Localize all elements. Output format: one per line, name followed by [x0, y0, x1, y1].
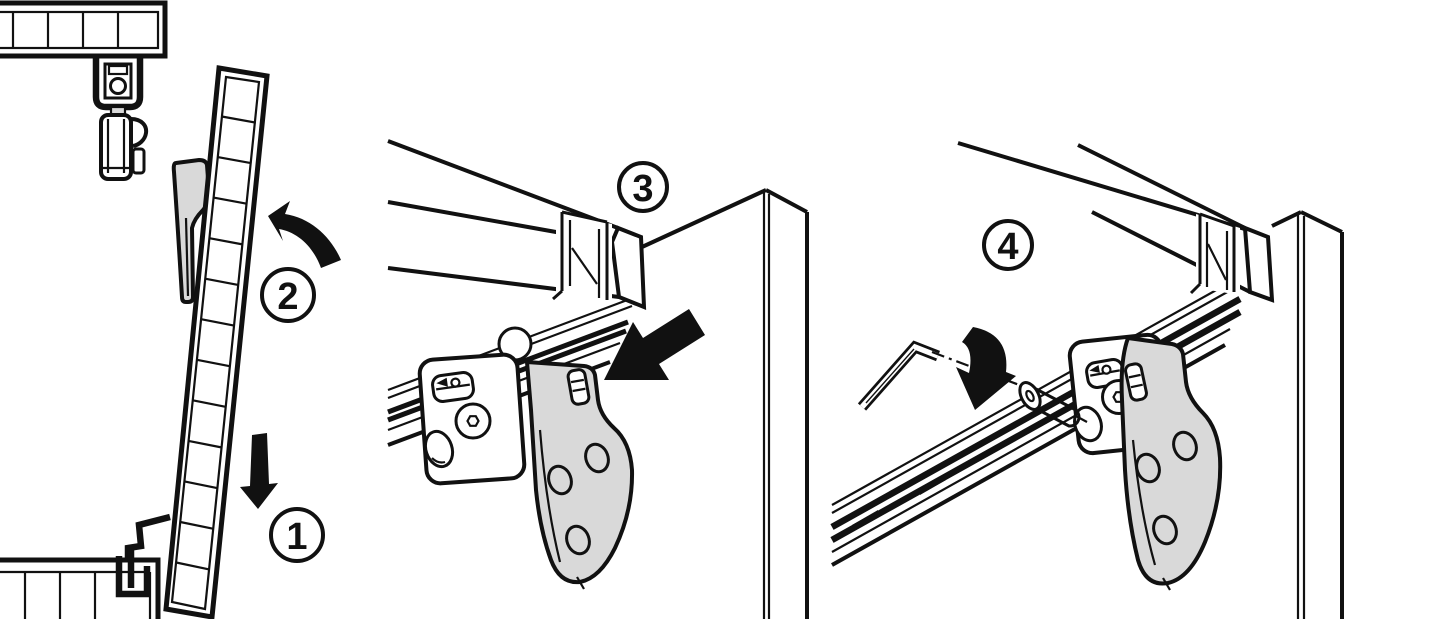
mounting-bracket-right [1119, 335, 1223, 591]
carrier-screw-boss [454, 402, 492, 440]
panel-step-4: 4 [830, 141, 1344, 619]
step-4-badge: 4 [982, 219, 1034, 271]
door-bottom-guide-hook [124, 513, 171, 588]
panel-step-3: 3 [387, 139, 809, 619]
step-4-number: 4 [997, 226, 1018, 268]
cabinet-side-panel [641, 188, 809, 619]
hex-socket-icon [466, 415, 480, 427]
adjust-pointer-icon [1089, 365, 1100, 373]
panel-steps-1-2: 2 1 [0, 0, 341, 619]
door-slats [175, 115, 256, 571]
running-gear-carrier [417, 352, 527, 486]
retaining-clip [552, 210, 612, 302]
hanger-hook [130, 117, 149, 148]
board-end-cap [609, 225, 647, 311]
board-end-cap-right [1242, 224, 1275, 303]
track-slot [920, 474, 946, 495]
carrier-adjust-slot [431, 371, 475, 403]
step-3-number: 3 [632, 168, 653, 210]
fixing-screw [1018, 381, 1088, 428]
adjust-pointer-icon [436, 377, 448, 387]
top-track [0, 0, 168, 59]
screw-washer-head [1018, 381, 1042, 411]
retaining-clip-right [1189, 212, 1240, 295]
bottom-track [0, 556, 161, 619]
bottom-track-body [0, 557, 161, 619]
bracket-hole [1152, 514, 1178, 546]
roller-icon [109, 77, 127, 95]
step-3-badge: 3 [617, 161, 669, 213]
step-2-rotate-arrow-icon [268, 201, 341, 268]
mounting-bracket [524, 359, 635, 590]
track-slot [852, 510, 878, 531]
step-1-number: 1 [286, 516, 307, 558]
bracket-hole [547, 464, 573, 496]
bracket-hole [584, 442, 610, 474]
bracket-serration-window [566, 368, 591, 406]
step-3-push-arrow-icon [604, 309, 705, 380]
bracket-body-right [1119, 335, 1223, 586]
cabinet-side-panel-right [1271, 210, 1344, 619]
bracket-hole [1172, 430, 1198, 462]
door-panel [163, 65, 270, 619]
hanger-housing [99, 113, 133, 181]
bottom-track-groove [115, 556, 151, 598]
carrier-bolt-hole-right [1073, 405, 1103, 443]
top-track-inner [0, 10, 160, 50]
step-2-number: 2 [277, 276, 298, 318]
door-outline [163, 65, 270, 619]
hex-key-icon [857, 340, 941, 411]
door-inner-frame [170, 75, 261, 611]
step-4-rotate-arrow-icon [956, 327, 1016, 410]
door-hanger-assembly [92, 57, 149, 181]
step-2-badge: 2 [260, 267, 316, 323]
step-1-badge: 1 [269, 507, 325, 563]
step-1-down-arrow-icon [240, 433, 278, 509]
bracket-hole [565, 524, 591, 556]
bracket-serration-window-right [1124, 362, 1148, 402]
